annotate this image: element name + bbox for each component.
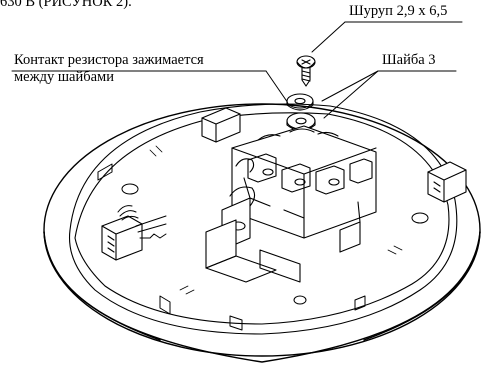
- wire-bundle: [117, 205, 167, 239]
- screw-callout-label: Шуруп 2,9 х 6,5: [349, 3, 448, 19]
- document-header-fragment: 630 В (РИСУНОК 2).: [0, 0, 132, 10]
- left-clip: [101, 215, 143, 261]
- lower-support: [205, 201, 361, 283]
- resistor-contact-callout-line2: между шайбами: [14, 69, 114, 85]
- base-inner-rim: [68, 103, 458, 335]
- right-clip: [427, 161, 467, 203]
- terminal-block: [231, 125, 377, 239]
- washer-callout-label: Шайба 3: [382, 52, 436, 68]
- washers: [286, 93, 316, 132]
- leader-lines: [11, 21, 463, 119]
- rim-texture: [149, 145, 403, 295]
- resistor-contact-callout-line1: Контакт резистора зажимается: [14, 52, 204, 68]
- base-outer-rim: [43, 103, 481, 363]
- rim-features: [97, 163, 429, 331]
- screw: [296, 55, 316, 87]
- top-clip: [201, 107, 241, 143]
